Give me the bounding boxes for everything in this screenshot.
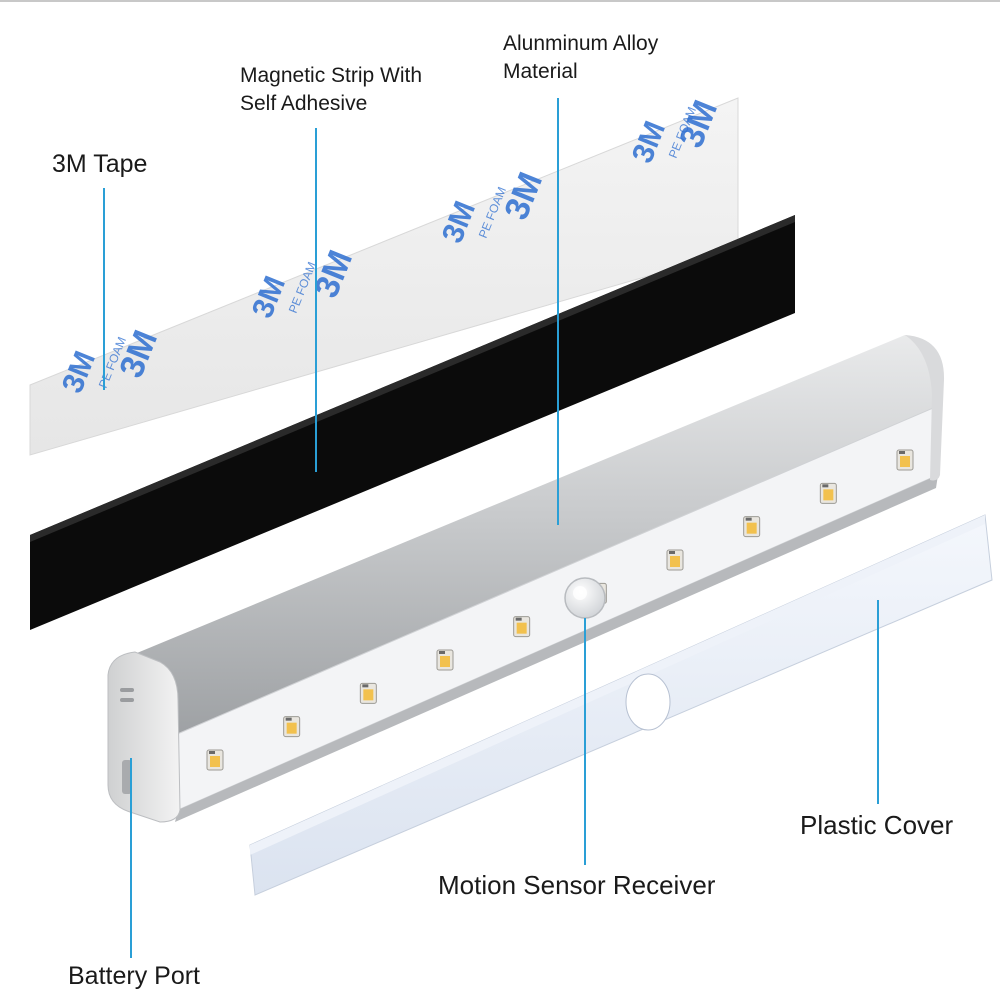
magnet-body [30,215,795,630]
callout-lines [103,98,879,958]
top-rule [0,0,1000,2]
led-chip [819,482,837,504]
magnet-edge [30,215,795,542]
label-magnetic-strip: Magnetic Strip With Self Adhesive [240,64,423,116]
magnetic-strip [30,215,795,630]
alu-housing-bottom [175,475,938,822]
cover-sensor-hole [625,673,671,731]
led-chip [283,716,301,738]
battery-port-slot [122,760,132,794]
alu-right-end [905,335,945,481]
motion-sensor-icon [564,577,606,619]
battery-port-slot [120,698,134,702]
led-chip [206,749,224,771]
led-chip [896,449,914,471]
led-chip [743,516,761,538]
label-3m-tape: 3M Tape [52,150,148,178]
alu-housing-top [120,335,943,735]
plastic-cover [249,514,993,896]
led-chip [359,682,377,704]
battery-port-slot [120,688,134,692]
led-chip [513,616,531,638]
cover-edge [250,515,985,855]
label-battery-port: Battery Port [68,962,200,990]
battery-port-cap [107,651,181,823]
label-plastic-cover: Plastic Cover [800,810,954,840]
motion-sensor-lens [573,586,587,600]
label-aluminum-alloy: Alunminum Alloy Material [503,32,659,84]
label-motion-sensor: Motion Sensor Receiver [438,870,716,900]
aluminum-light-bar [107,335,945,823]
led-chip [666,549,684,571]
led-chip [436,649,454,671]
